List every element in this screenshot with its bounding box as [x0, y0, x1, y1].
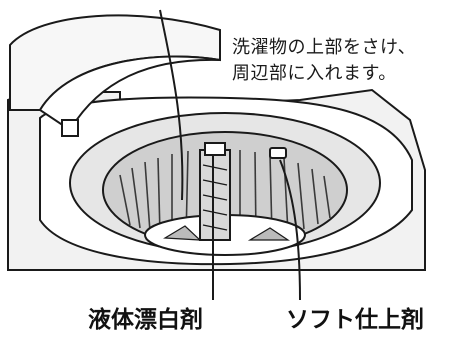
instruction-note-line-2: 周辺部に入れます。: [232, 63, 397, 84]
label-softener: ソフト仕上剤: [286, 307, 424, 333]
label-liquid-bleach: 液体漂白剤: [88, 307, 203, 333]
center-agitator: [199, 142, 231, 241]
leader-lines: [159, 9, 301, 301]
pulsator-blade: [247, 227, 290, 241]
instruction-note-line-1: 洗濯物の上部をさけ、: [232, 37, 417, 58]
leader-line-softener: [279, 159, 301, 301]
pulsator-blade: [163, 225, 202, 241]
softener-inlet: [269, 147, 287, 159]
leader-line-top: [159, 9, 184, 201]
lid: [9, 14, 221, 137]
